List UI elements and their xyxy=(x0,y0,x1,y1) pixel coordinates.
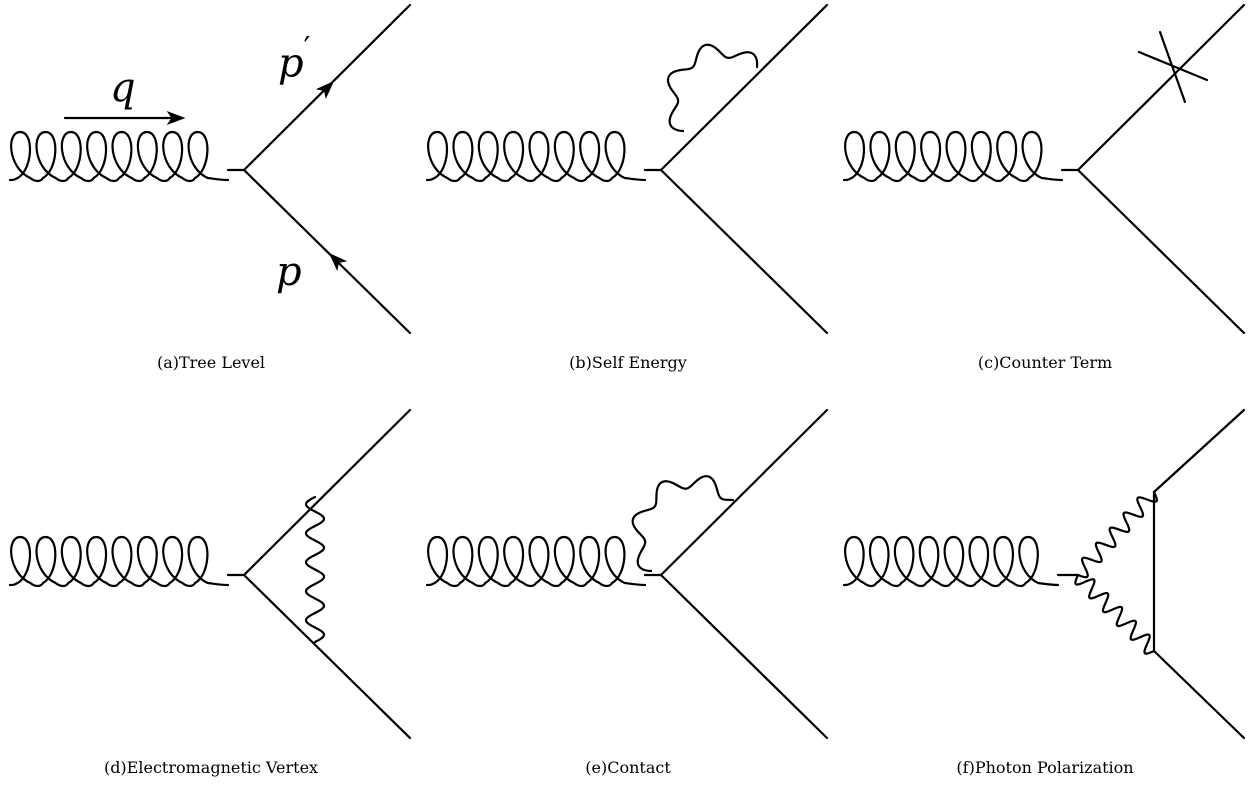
fermion-arrow-incoming xyxy=(328,252,348,272)
incoming-fermion-line xyxy=(242,168,412,335)
gluon-line xyxy=(425,130,647,183)
vertex-photon xyxy=(304,495,326,644)
outgoing-fermion-line xyxy=(659,408,829,577)
self-energy-photon xyxy=(666,43,759,133)
gluon-line xyxy=(8,535,230,588)
momentum-label-q: q xyxy=(110,65,136,111)
outgoing-fermion-line xyxy=(1076,3,1246,172)
counter-term-cross-b xyxy=(1158,30,1187,104)
polarization-photon-upper xyxy=(1076,490,1158,579)
polarization-photon-lower xyxy=(1074,573,1156,655)
incoming-fermion-line xyxy=(242,573,412,740)
panel-contact xyxy=(425,408,829,740)
panel-tree-level xyxy=(8,3,412,335)
incoming-fermion-line xyxy=(659,573,829,740)
caption-counter-term: (c)Counter Term xyxy=(977,353,1113,372)
caption-tree-level: (a)Tree Level xyxy=(156,353,266,372)
momentum-label-p: p xyxy=(276,249,302,295)
panel-counter-term xyxy=(842,3,1246,335)
panel-electromagnetic-vertex xyxy=(8,408,412,740)
gluon-line xyxy=(842,130,1064,183)
outgoing-fermion-line xyxy=(659,3,829,172)
caption-photon-polarization: (f)Photon Polarization xyxy=(956,758,1134,777)
incoming-fermion-line xyxy=(1076,168,1246,335)
momentum-arrowhead xyxy=(166,110,186,126)
outgoing-fermion-line xyxy=(1152,408,1246,494)
gluon-line xyxy=(8,130,230,183)
incoming-fermion-line xyxy=(659,168,829,335)
outgoing-fermion-line xyxy=(242,408,412,577)
panel-self-energy xyxy=(425,3,829,335)
gluon-line xyxy=(425,535,647,588)
caption-contact: (e)Contact xyxy=(585,758,671,777)
contact-photon xyxy=(631,475,735,573)
caption-self-energy: (b)Self Energy xyxy=(569,353,687,372)
fermion-arrow-outgoing xyxy=(315,80,335,100)
gluon-line xyxy=(842,535,1060,588)
caption-electromagnetic-vertex: (d)Electromagnetic Vertex xyxy=(103,758,319,777)
momentum-label-p-prime: p′ xyxy=(278,31,311,87)
panel-photon-polarization xyxy=(842,408,1246,740)
incoming-fermion-line xyxy=(1152,649,1246,740)
